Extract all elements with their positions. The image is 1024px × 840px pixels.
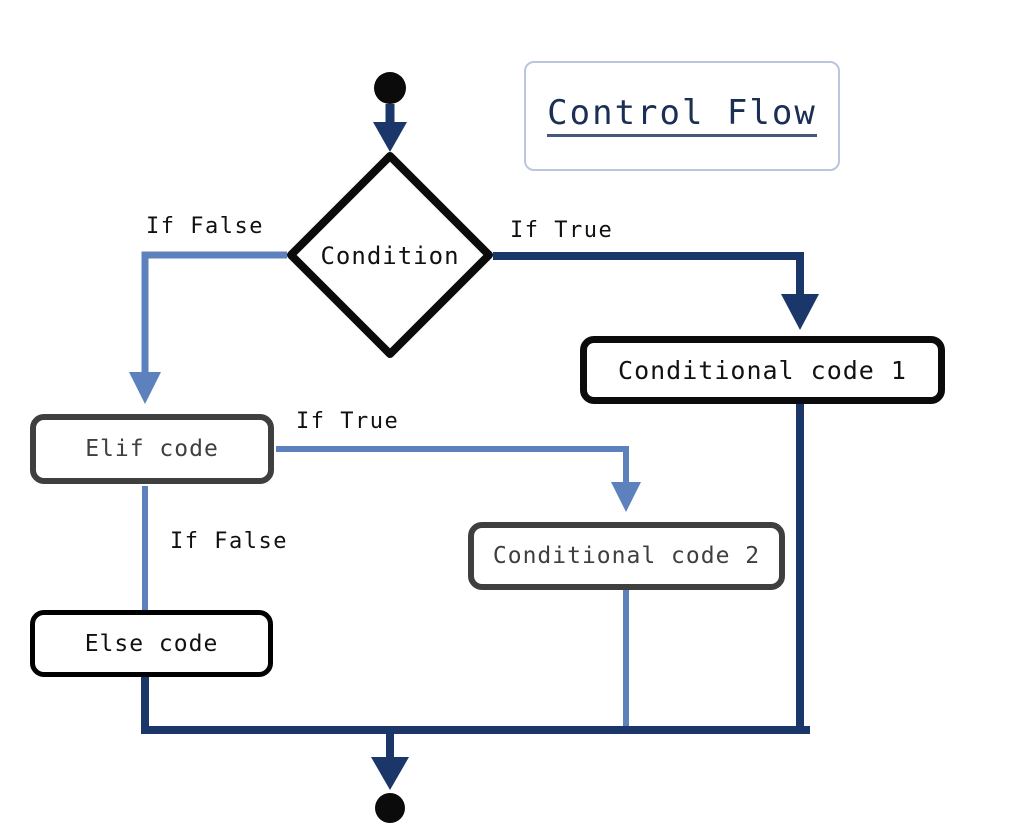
- edge-condition-false-to-elif: [129, 251, 287, 404]
- edge-merge-to-end: [371, 730, 409, 790]
- start-terminal-circle: [374, 72, 406, 104]
- condition-node-label: Condition: [320, 242, 460, 270]
- title-card: Control Flow: [524, 61, 840, 171]
- page-title: Control Flow: [547, 94, 817, 138]
- edge-else-to-merge: [141, 676, 810, 734]
- node-elif-code-label: Elif code: [85, 436, 219, 462]
- edge-elif-true-to-code2: [276, 446, 641, 512]
- edge-label-if-true-elif: If True: [296, 409, 400, 434]
- node-else-code-label: Else code: [84, 630, 219, 657]
- node-elif-code[interactable]: Elif code: [30, 414, 274, 484]
- condition-diamond: [287, 152, 493, 358]
- node-conditional-code-2-label: Conditional code 2: [492, 543, 761, 569]
- end-terminal-circle: [375, 793, 405, 823]
- node-conditional-code-1-label: Conditional code 1: [618, 355, 907, 385]
- node-else-code[interactable]: Else code: [30, 610, 273, 677]
- edge-label-if-false-condition: If False: [146, 214, 264, 239]
- edge-start-to-condition: [373, 104, 407, 152]
- node-conditional-code-2[interactable]: Conditional code 2: [468, 522, 785, 590]
- edge-label-if-false-elif: If False: [170, 529, 288, 554]
- node-conditional-code-1[interactable]: Conditional code 1: [580, 336, 945, 404]
- edge-label-if-true-condition: If True: [510, 218, 614, 243]
- edge-condition-true-to-code1: [493, 252, 819, 330]
